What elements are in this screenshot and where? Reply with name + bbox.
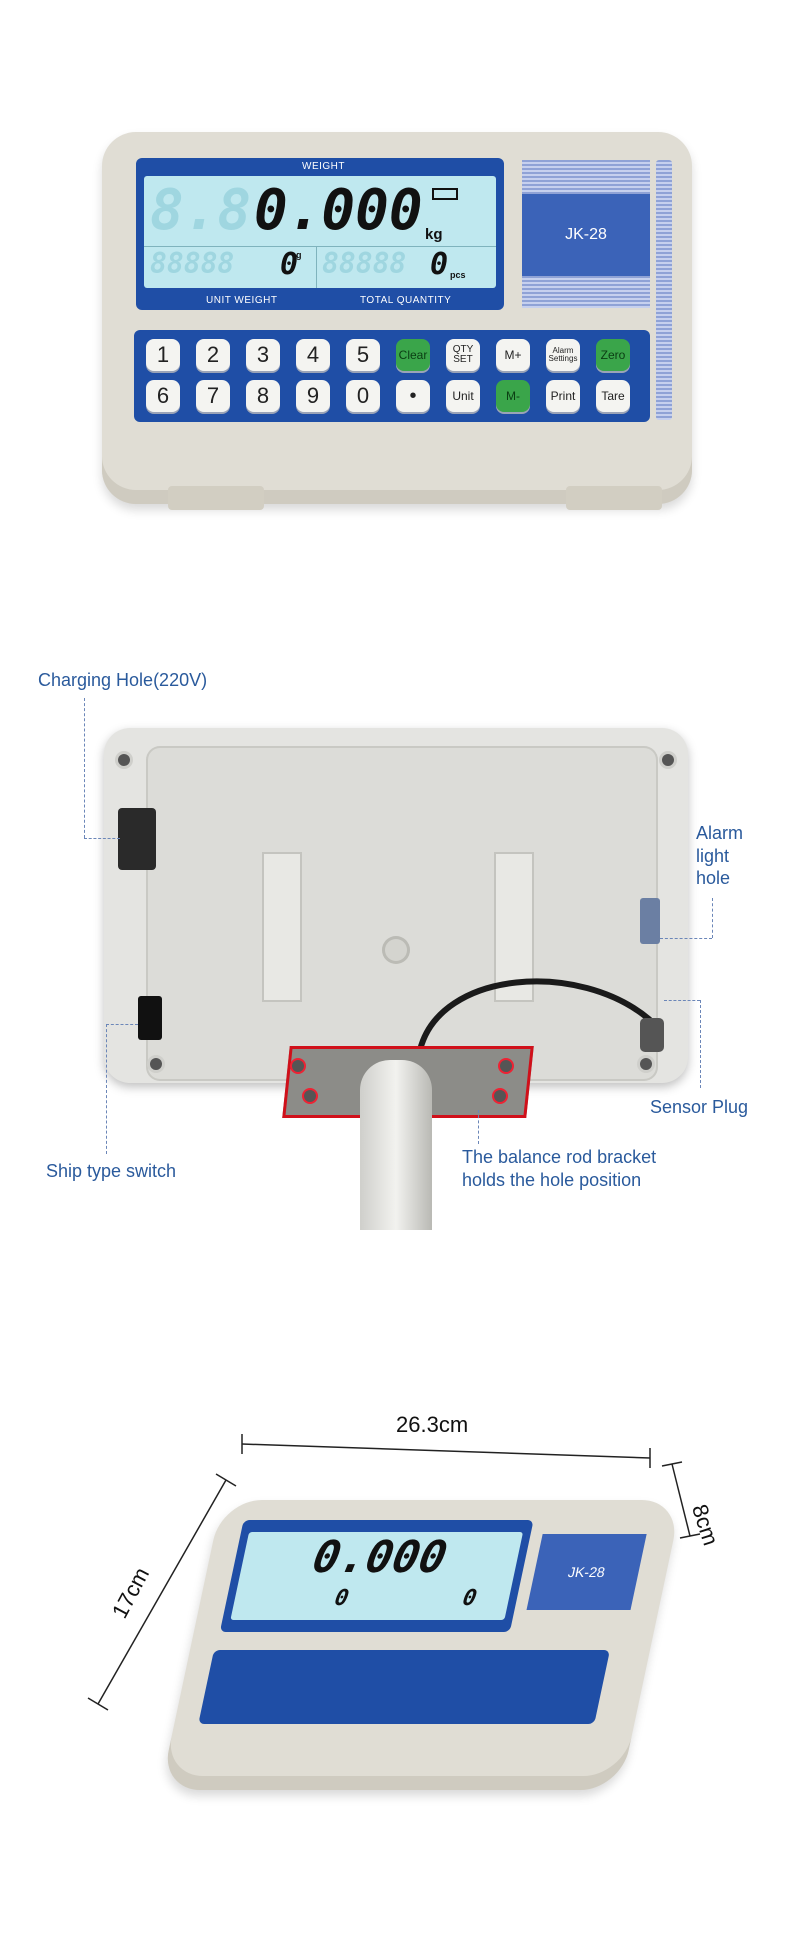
perspective-model-badge: JK-28 [526,1534,647,1610]
screw-bottom-left [150,1058,162,1070]
lcd-caption-top: WEIGHT [302,161,345,172]
back-cover [146,746,658,1081]
main-weight-unit: kg [425,226,443,243]
perspective-device: 0.000 0 0 JK-28 [118,1500,682,1800]
dot-key[interactable]: • [396,380,430,412]
main-weight-value: 0.000 [254,178,423,243]
key-9[interactable]: 9 [296,380,330,412]
bracket-screw-1 [292,1060,304,1072]
m-minus-key[interactable]: M- [496,380,530,412]
alarm-light-hole [640,898,660,944]
battery-icon [432,188,458,200]
bracket-screw-2 [500,1060,512,1072]
tare-key[interactable]: Tare [596,380,630,412]
clear-key[interactable]: Clear [396,339,430,371]
unit-weight-value: 0 [280,247,299,282]
perspective-main-value: 0.000 [308,1532,452,1583]
ship-switch[interactable] [138,996,162,1040]
key-8[interactable]: 8 [246,380,280,412]
perspective-left-value: 0 [332,1586,351,1611]
badge-stripe-bottom [522,276,650,308]
lcd-screen: 8.8 0.000 kg 88888 0 g 88888 0 pcs [144,176,496,288]
badge-stripe-top [522,160,650,194]
dimension-lines [87,1434,701,1711]
total-quantity-value: 0 [430,247,449,282]
foot-right [566,486,662,510]
key-4[interactable]: 4 [296,339,330,371]
side-stripe [656,160,672,420]
alarm-light-label: Alarm light hole [696,823,744,888]
charging-socket [118,808,156,870]
zero-key[interactable]: Zero [596,339,630,371]
ghost-left: 88888 [150,247,235,280]
qty-set-key[interactable]: QTY SET [446,339,480,371]
keypad: 1 2 3 4 5 Clear QTY SET M+ Alarm Setting… [134,330,650,422]
print-key[interactable]: Print [546,380,580,412]
caption-unit-weight: UNIT WEIGHT [206,295,278,306]
foot-left [168,486,264,510]
stand-pole [360,1060,432,1230]
screw-bottom-right [640,1058,652,1070]
sensor-plug-label: Sensor Plug [650,1097,749,1117]
key-0[interactable]: 0 [346,380,380,412]
bracket-screw-4 [494,1090,506,1102]
charging-hole-label: Charging Hole(220V) [38,670,208,690]
alarm-settings-key[interactable]: Alarm Settings [546,339,580,371]
caption-total-quantity: TOTAL QUANTITY [360,295,452,306]
unit-key[interactable]: Unit [446,380,480,412]
model-label: JK-28 [565,226,607,243]
bracket-label: The balance rod bracket holds the hole p… [462,1147,657,1190]
screw-top-right [662,754,674,766]
key-7[interactable]: 7 [196,380,230,412]
center-hole [382,936,410,964]
hook-left [262,852,302,1002]
ghost-right: 88888 [322,247,407,280]
width-dimension: 26.3cm [396,1412,469,1437]
total-quantity-unit: pcs [450,270,466,280]
m-plus-key[interactable]: M+ [496,339,530,371]
key-6[interactable]: 6 [146,380,180,412]
sensor-cable [417,978,664,1052]
unit-weight-unit: g [296,250,302,260]
screw-top-left [118,754,130,766]
hook-right [494,852,534,1002]
key-2[interactable]: 2 [196,339,230,371]
perspective-keypad [198,1650,610,1724]
perspective-lcd: 0.000 0 0 [230,1532,524,1620]
perspective-right-value: 0 [460,1586,479,1611]
bracket-screw-3 [304,1090,316,1102]
key-5[interactable]: 5 [346,339,380,371]
ship-switch-label: Ship type switch [46,1161,177,1181]
model-badge: JK-28 [522,194,650,276]
key-1[interactable]: 1 [146,339,180,371]
key-3[interactable]: 3 [246,339,280,371]
ghost-digits: 8.8 [150,178,252,243]
